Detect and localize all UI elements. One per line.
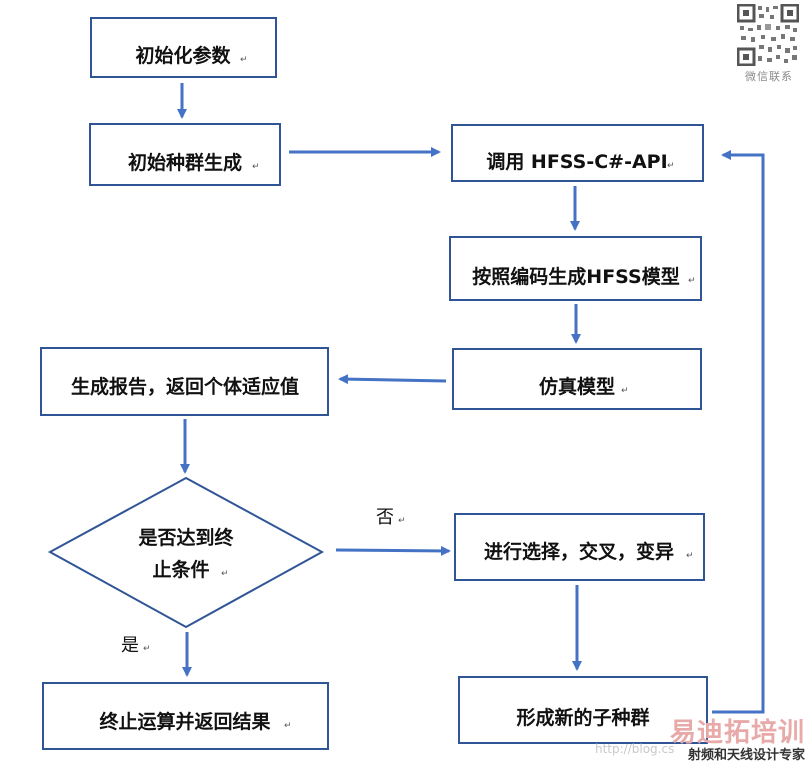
paragraph-mark: ↵ [398, 516, 406, 526]
node-simulate-label: 仿真模型 [539, 375, 615, 398]
node-init-population: 初始种群生成 ↵ [89, 123, 281, 186]
node-decision: 是否达到终 止条件 ↵ [47, 476, 325, 629]
paragraph-mark: ↵ [621, 386, 629, 396]
paragraph-mark: ↵ [686, 551, 694, 561]
node-build-model: 按照编码生成HFSS模型 ↵ [449, 236, 702, 301]
qr-code-icon [737, 4, 799, 66]
node-init-population-label: 初始种群生成 [128, 151, 242, 174]
node-new-population: 形成新的子种群 [458, 676, 708, 744]
node-genetic-ops-label: 进行选择，交叉，变异 [484, 540, 674, 563]
arrow-decision-no [335, 545, 451, 556]
paragraph-mark: ↵ [688, 276, 696, 286]
node-build-model-label: 按照编码生成HFSS模型 [472, 265, 679, 288]
paragraph-mark: ↵ [284, 721, 292, 731]
node-report-label: 生成报告，返回个体适应值 [71, 375, 299, 398]
node-decision-label-line1: 是否达到终 [138, 526, 234, 549]
edge-label-yes: 是 [121, 635, 139, 656]
brand-name: 易迪拓培训 [669, 718, 805, 748]
node-new-population-label: 形成新的子种群 [516, 706, 649, 729]
node-end-label: 终止运算并返回结果 [99, 710, 270, 733]
node-init-params-label: 初始化参数 [135, 44, 231, 67]
node-init-params: 初始化参数 ↵ [90, 17, 277, 78]
paragraph-mark: ↵ [240, 55, 248, 65]
paragraph-mark: ↵ [143, 644, 151, 654]
edge-label-no: 否 [376, 507, 394, 528]
node-call-api-label: 调用 HFSS-C#-API [486, 151, 667, 173]
brand-tagline: 射频和天线设计专家 [687, 748, 805, 763]
blog-watermark: http://blog.cs [595, 742, 675, 756]
node-genetic-ops: 进行选择，交叉，变异 ↵ [454, 513, 705, 581]
node-simulate: 仿真模型 ↵ [452, 348, 702, 410]
paragraph-mark: ↵ [221, 569, 229, 579]
node-end: 终止运算并返回结果 ↵ [42, 682, 329, 750]
node-decision-label-line2: 止条件 [152, 558, 209, 581]
node-report: 生成报告，返回个体适应值 [40, 347, 329, 416]
node-call-api: 调用 HFSS-C#-API ↵ [451, 124, 704, 182]
brand-watermark: 易迪拓培训 射频和天线设计专家 [650, 718, 805, 764]
arrow-loop-back-to-api [712, 150, 765, 714]
qr-caption: 微信联系 [745, 70, 793, 83]
arrow-simulate-to-report [338, 374, 447, 385]
paragraph-mark: ↵ [252, 162, 260, 172]
paragraph-mark: ↵ [667, 161, 675, 171]
